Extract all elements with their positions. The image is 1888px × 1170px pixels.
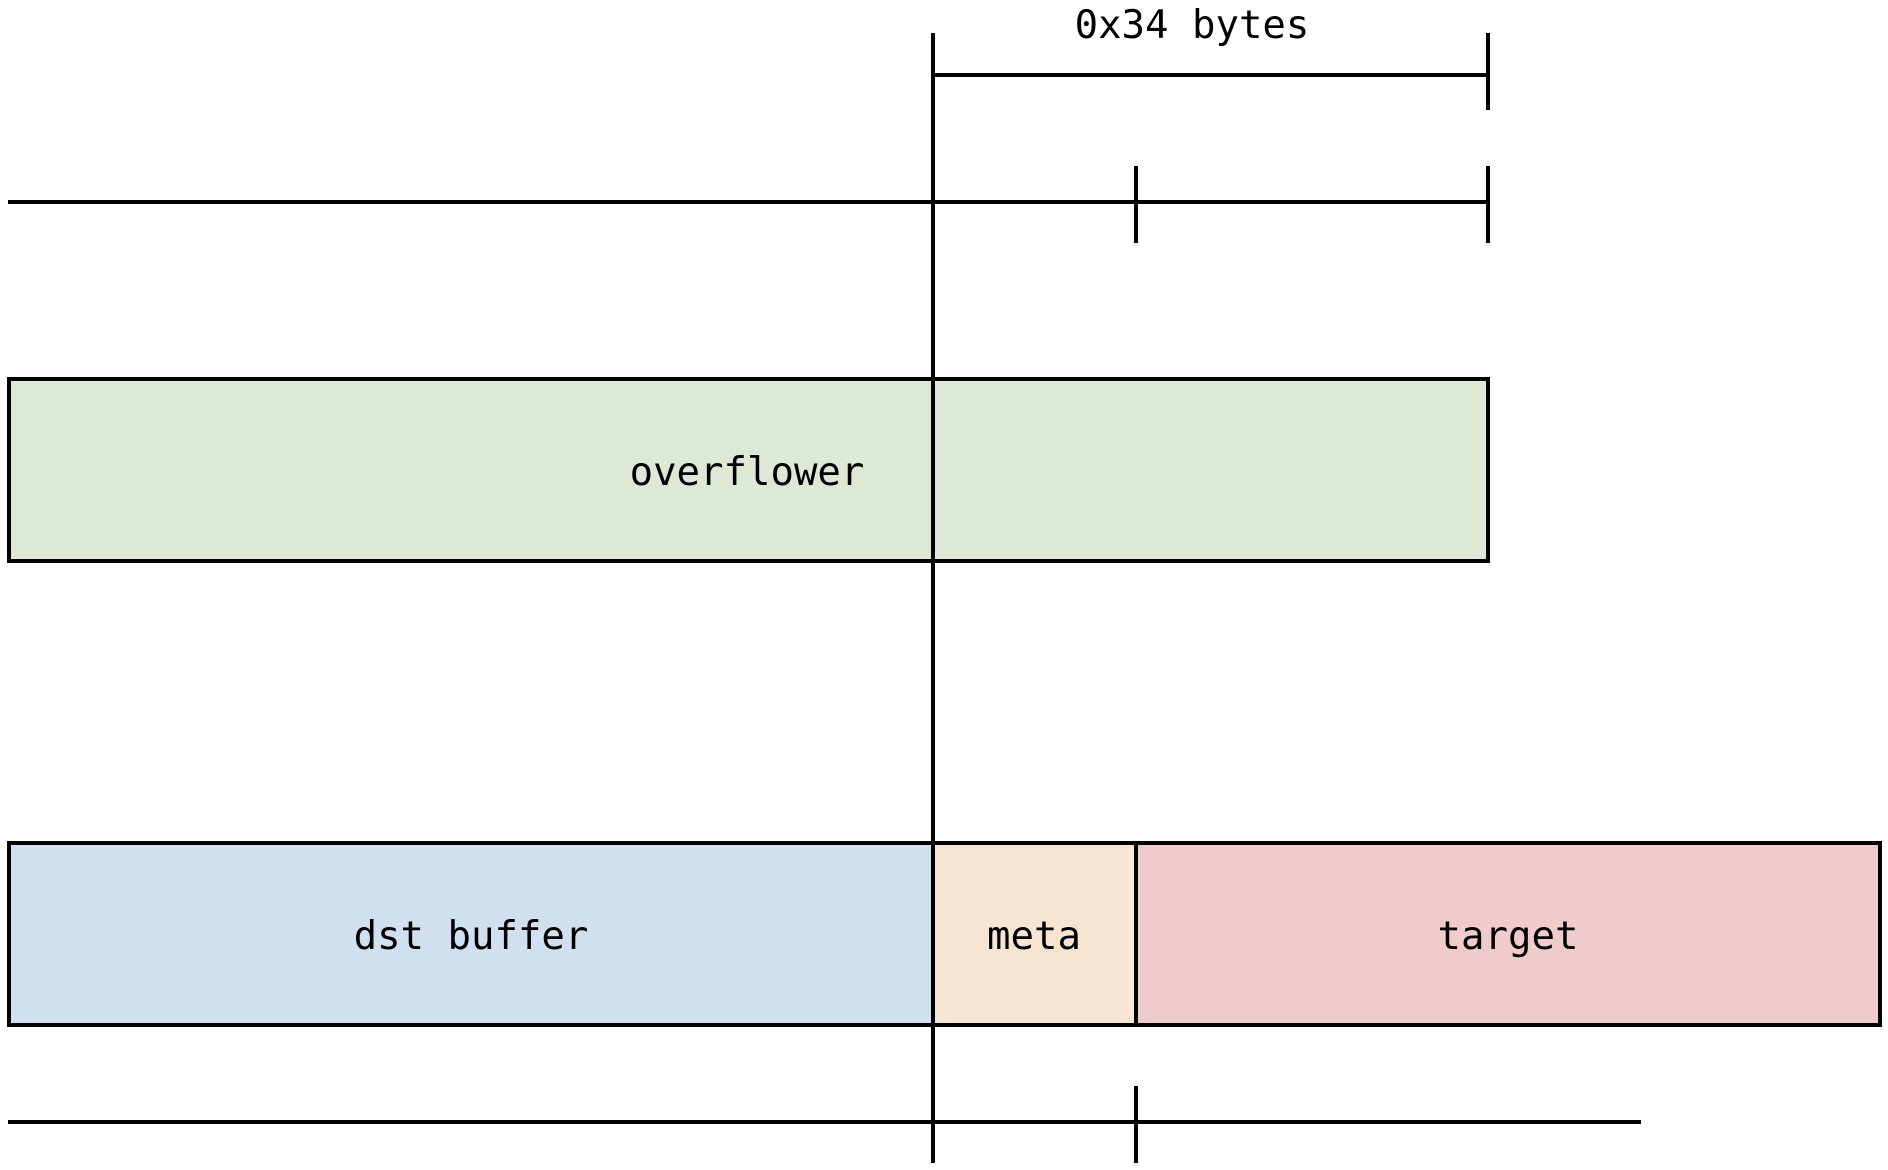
dst-buffer-label: dst buffer — [354, 914, 589, 959]
meta-label: meta — [987, 914, 1081, 959]
overflower-block: overflower — [7, 377, 1490, 563]
overflower-rect — [7, 377, 1490, 563]
memory-layout-row: dst buffer meta target — [7, 841, 1882, 1027]
size-dimension-bracket: 0x34 bytes — [933, 3, 1490, 110]
upper-address-line — [8, 166, 1490, 243]
lower-address-line — [8, 1086, 1641, 1163]
meta-rect — [931, 841, 1138, 1027]
dst-buffer-rect — [7, 841, 935, 1027]
overflower-label: overflower — [630, 450, 865, 495]
target-label: target — [1438, 914, 1579, 959]
target-rect — [1134, 841, 1882, 1027]
size-label: 0x34 bytes — [1075, 3, 1310, 48]
